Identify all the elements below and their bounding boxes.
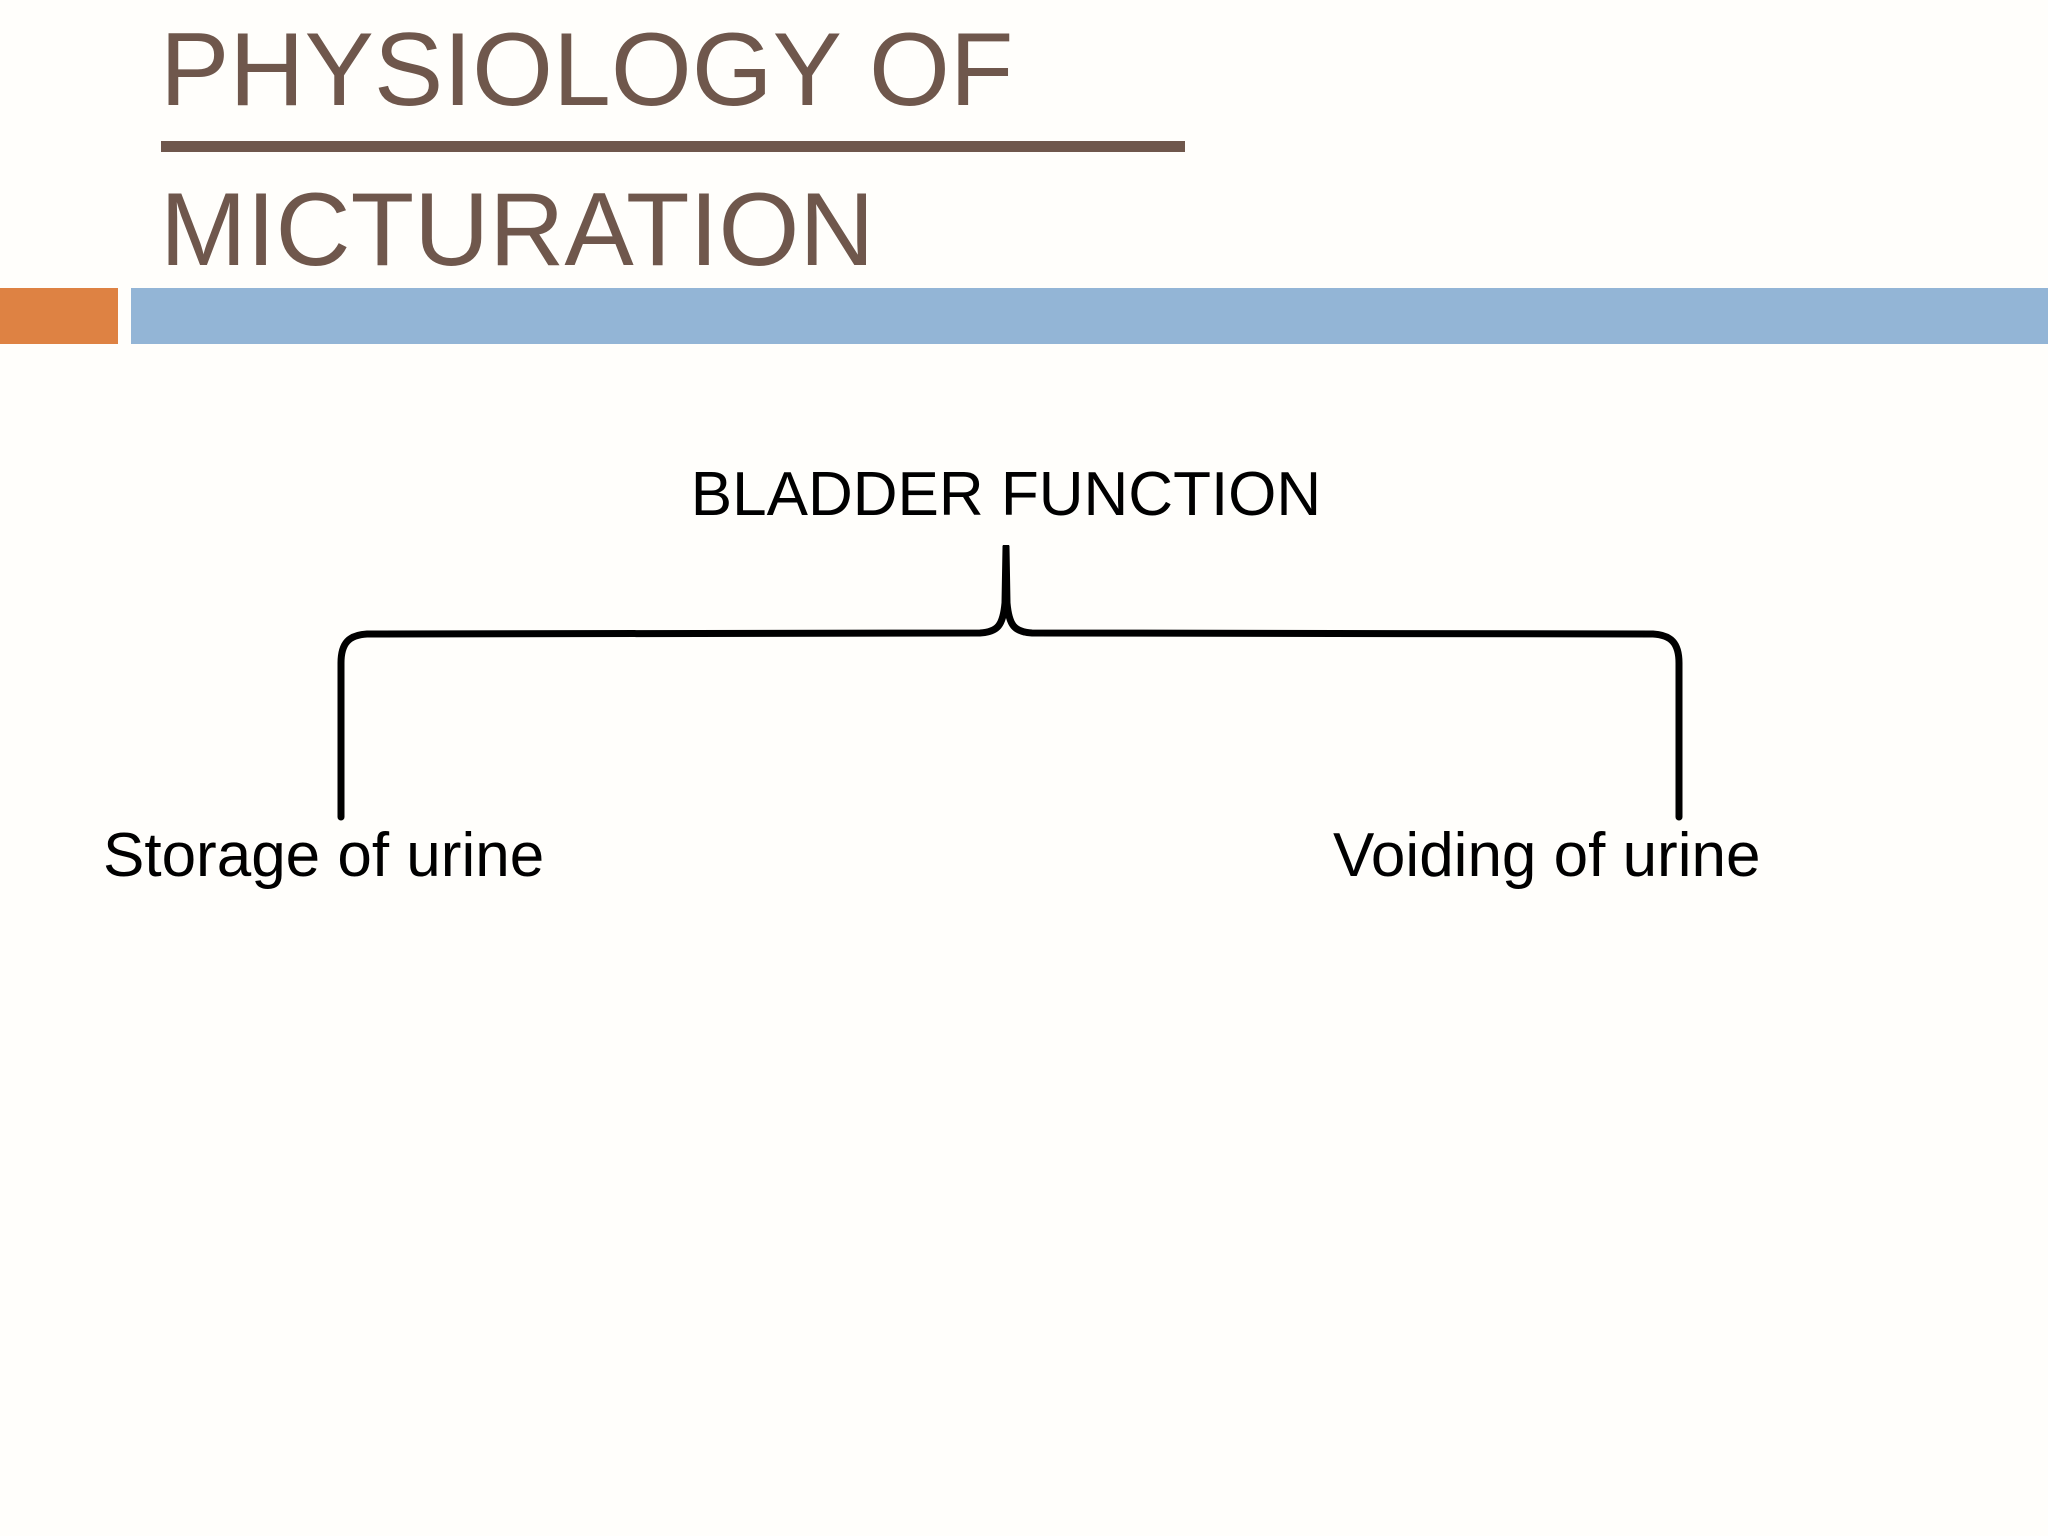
diagram-branch-label-voiding: Voiding of urine xyxy=(1333,821,1761,890)
page-title-line-2: MICTURATION xyxy=(160,172,875,288)
brace-connector-icon xyxy=(337,545,1683,821)
accent-block-orange xyxy=(0,288,118,344)
page-title-line-1: PHYSIOLOGY OF xyxy=(160,12,1014,128)
title-underline-1 xyxy=(161,141,1185,152)
accent-bar-blue xyxy=(131,288,2048,344)
diagram-root-label-text: BLADDER FUNCTION xyxy=(690,460,1322,529)
diagram-root-label: BLADDER FUNCTION xyxy=(0,460,2048,530)
diagram-branch-label-storage: Storage of urine xyxy=(103,821,545,890)
slide-title-block: PHYSIOLOGY OF MICTURATION xyxy=(0,0,2048,311)
